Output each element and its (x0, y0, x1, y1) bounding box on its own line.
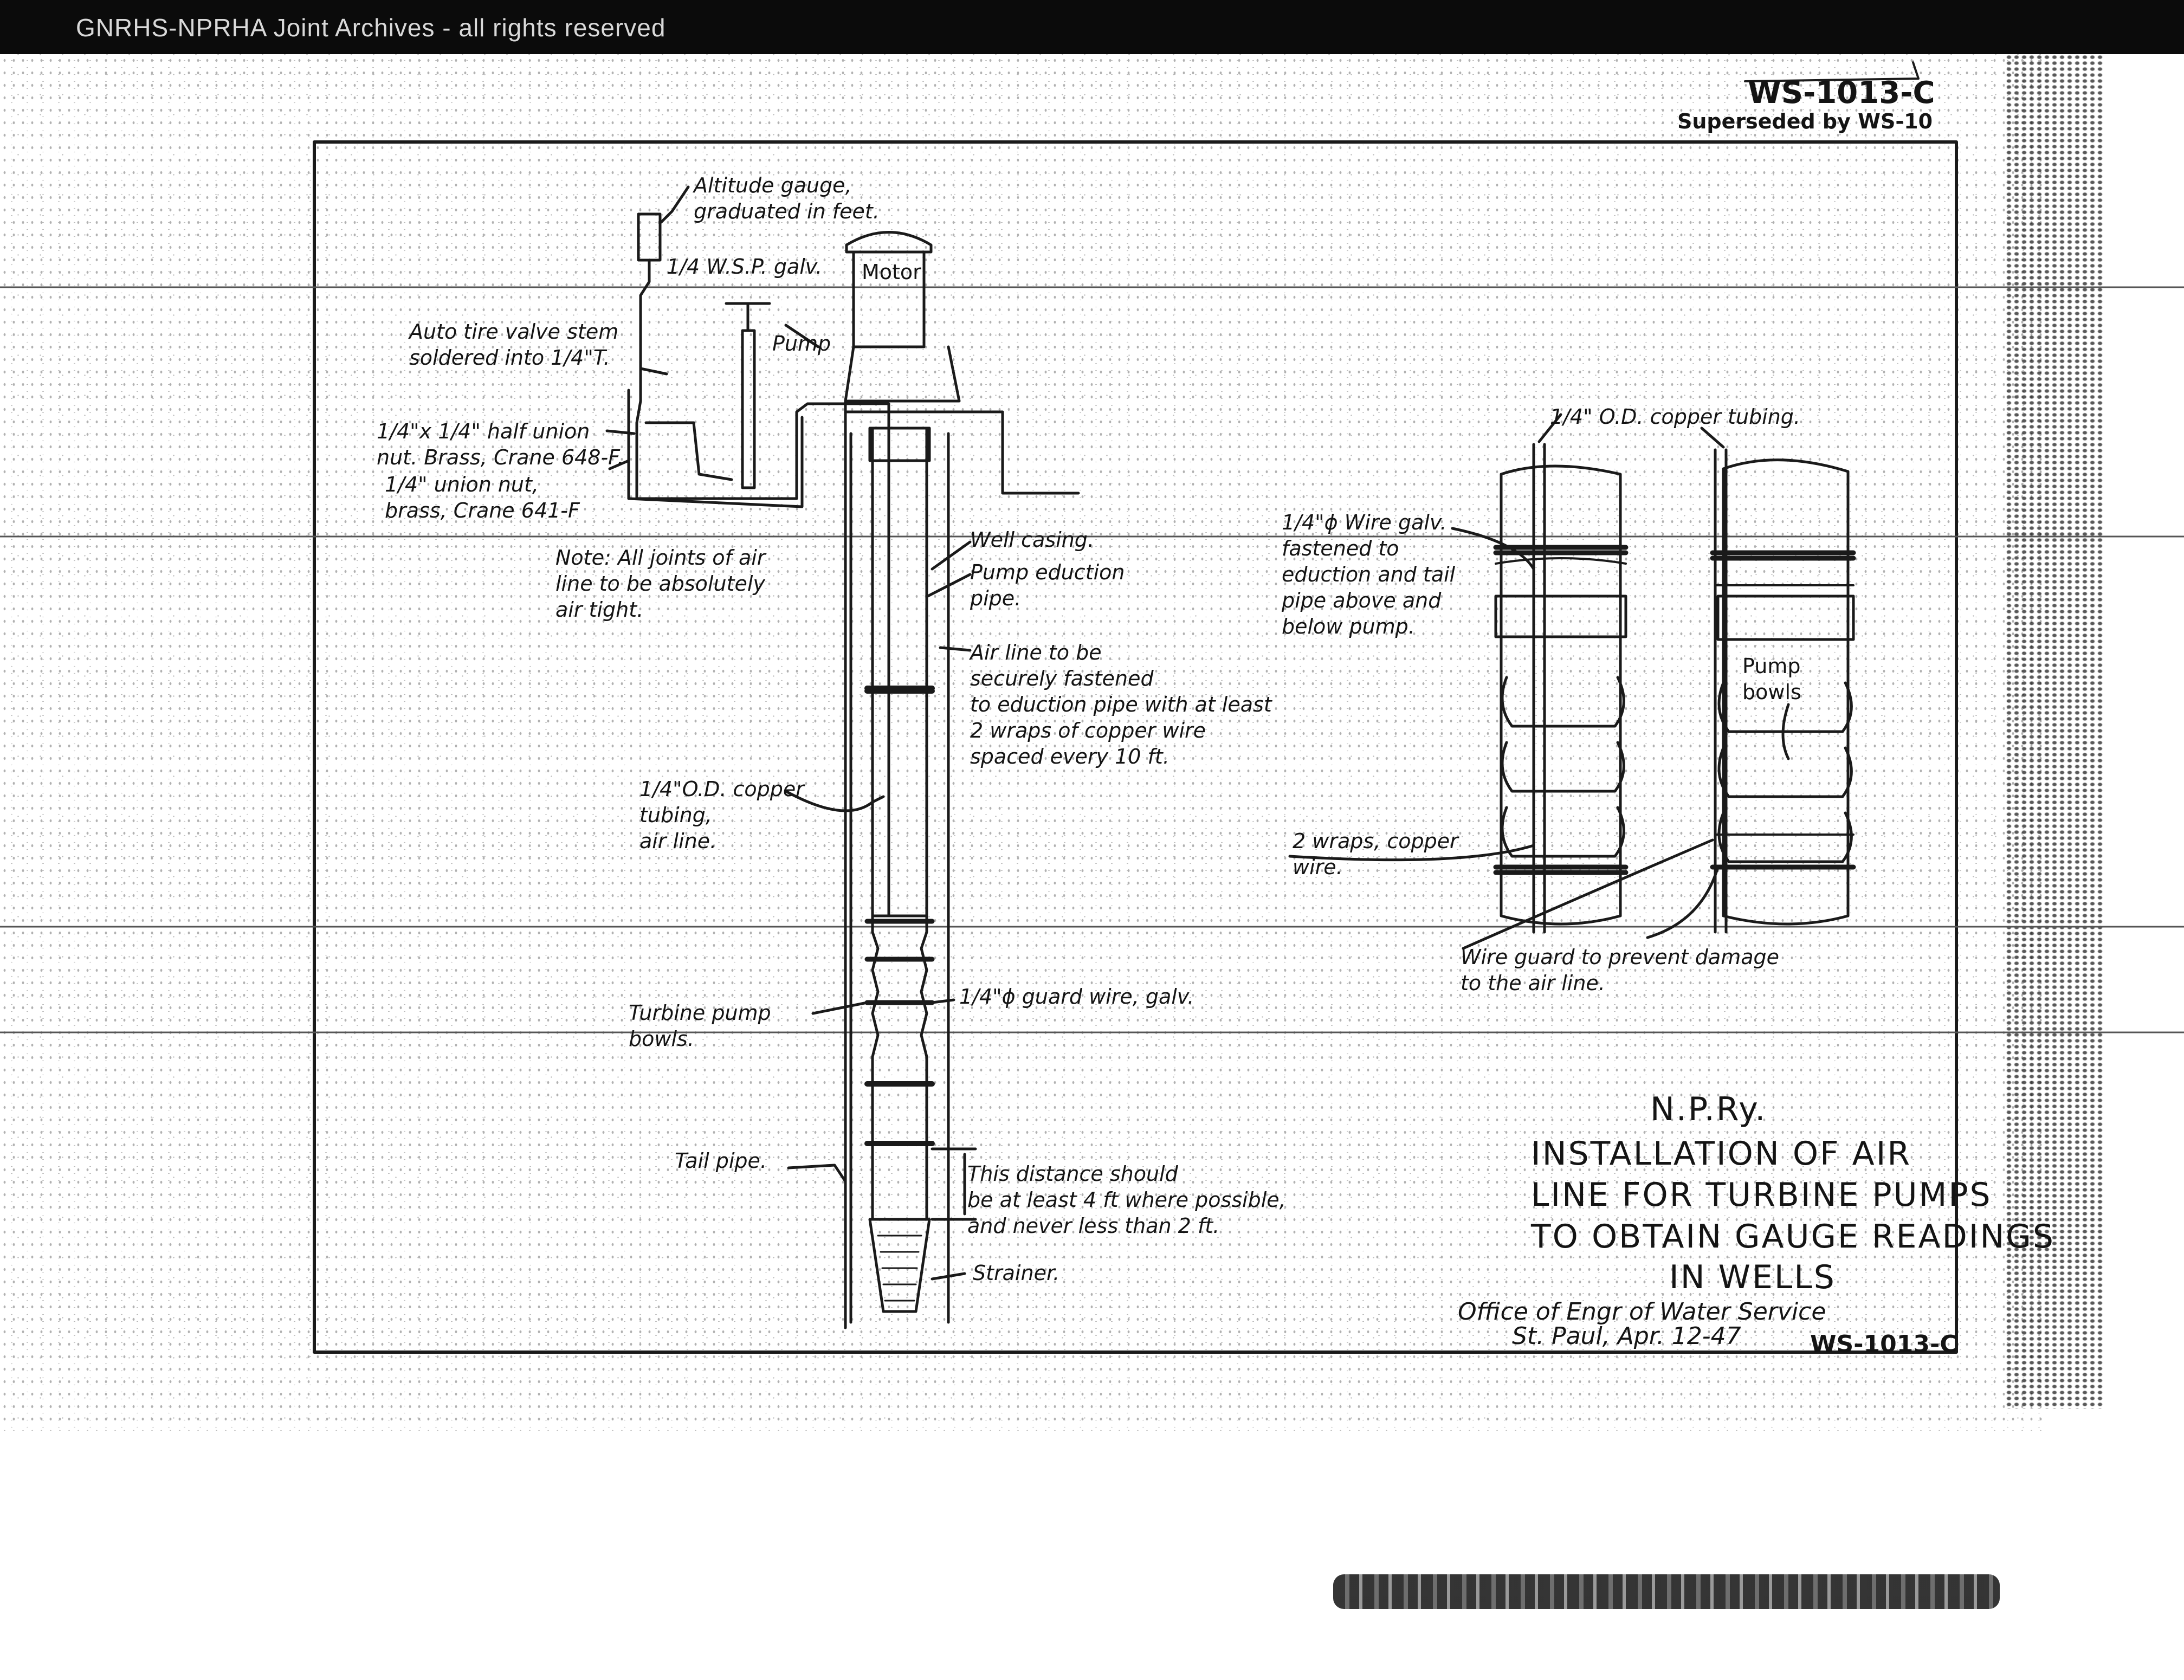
title-drawing-number: WS-1013-C (1810, 1330, 1957, 1358)
label-note-air-tight: Note: All joints of air line to be absol… (555, 546, 766, 622)
tail-pipe (871, 1082, 928, 1221)
label-wire-guard: Wire guard to prevent damage to the air … (1461, 945, 1780, 995)
superseded-stamp: Superseded by WS-10 (1677, 109, 1933, 133)
motor-base (844, 345, 961, 403)
paper-noise (0, 54, 2049, 1431)
altitude-gauge (637, 212, 662, 262)
motor (852, 250, 926, 348)
strainer (868, 1218, 931, 1313)
hand-pump (725, 302, 771, 489)
label-motor: Motor (862, 260, 921, 284)
title-line-2: LINE FOR TURBINE PUMPS (1531, 1176, 1992, 1214)
title-line-3: TO OBTAIN GAUGE READINGS (1531, 1218, 2055, 1256)
illegible-footer-smudge (1333, 1574, 2000, 1609)
label-od-copper-tubing: 1/4" O.D. copper tubing. (1550, 405, 1800, 429)
motor-cap (845, 231, 933, 254)
title-line-1: INSTALLATION OF AIR (1531, 1135, 1912, 1173)
label-wsp-galv: 1/4 W.S.P. galv. (667, 255, 823, 279)
label-well-casing: Well casing. (970, 528, 1094, 552)
eduction-pipe (871, 427, 928, 917)
detail-assembly-left (1493, 443, 1629, 934)
label-distance-note: This distance should be at least 4 ft wh… (967, 1162, 1286, 1238)
label-pump: Pump (772, 332, 831, 356)
label-strainer: Strainer. (973, 1261, 1060, 1285)
label-turbine-bowls: Turbine pump bowls. (629, 1001, 771, 1051)
label-half-union: 1/4"x 1/4" half union nut. Brass, Crane … (377, 419, 624, 469)
label-altitude-gauge: Altitude gauge, graduated in feet. (694, 173, 880, 223)
label-tail-pipe: Tail pipe. (675, 1149, 767, 1173)
label-two-wraps: 2 wraps, copper wire. (1293, 829, 1458, 879)
title-railway: N.P.Ry. (1650, 1090, 1767, 1128)
damaged-edge (2005, 54, 2103, 1409)
label-copper-tubing-air-line: 1/4"O.D. copper tubing, air line. (639, 777, 804, 853)
watermark-text: GNRHS-NPRHA Joint Archives - all rights … (76, 14, 666, 42)
label-guard-wire: 1/4"ɸ guard wire, galv. (959, 985, 1194, 1009)
detail-assembly-right (1710, 448, 1856, 934)
turbine-bowls (871, 914, 928, 1085)
drawing-number-stamp: WS-1013-C (1748, 75, 1935, 111)
label-union-nut: 1/4" union nut, brass, Crane 641-F (385, 473, 580, 522)
archive-banner: GNRHS-NPRHA Joint Archives - all rights … (0, 0, 2184, 54)
title-office: Office of Engr of Water Service (1458, 1298, 1826, 1326)
label-eduction-pipe: Pump eduction pipe. (970, 560, 1125, 610)
label-tire-valve: Auto tire valve stem soldered into 1/4"T… (409, 320, 619, 370)
title-line-4: IN WELLS (1669, 1258, 1836, 1296)
title-place-date: St. Paul, Apr. 12-47 (1512, 1322, 1741, 1350)
label-wire-galv: 1/4"ɸ Wire galv. fastened to eduction an… (1282, 511, 1456, 638)
label-pump-bowls: Pump bowls (1742, 654, 1801, 704)
well-casing (849, 432, 950, 1324)
sheet-border (313, 140, 1958, 1354)
label-air-line-fastened: Air line to be securely fastened to educ… (970, 641, 1272, 768)
